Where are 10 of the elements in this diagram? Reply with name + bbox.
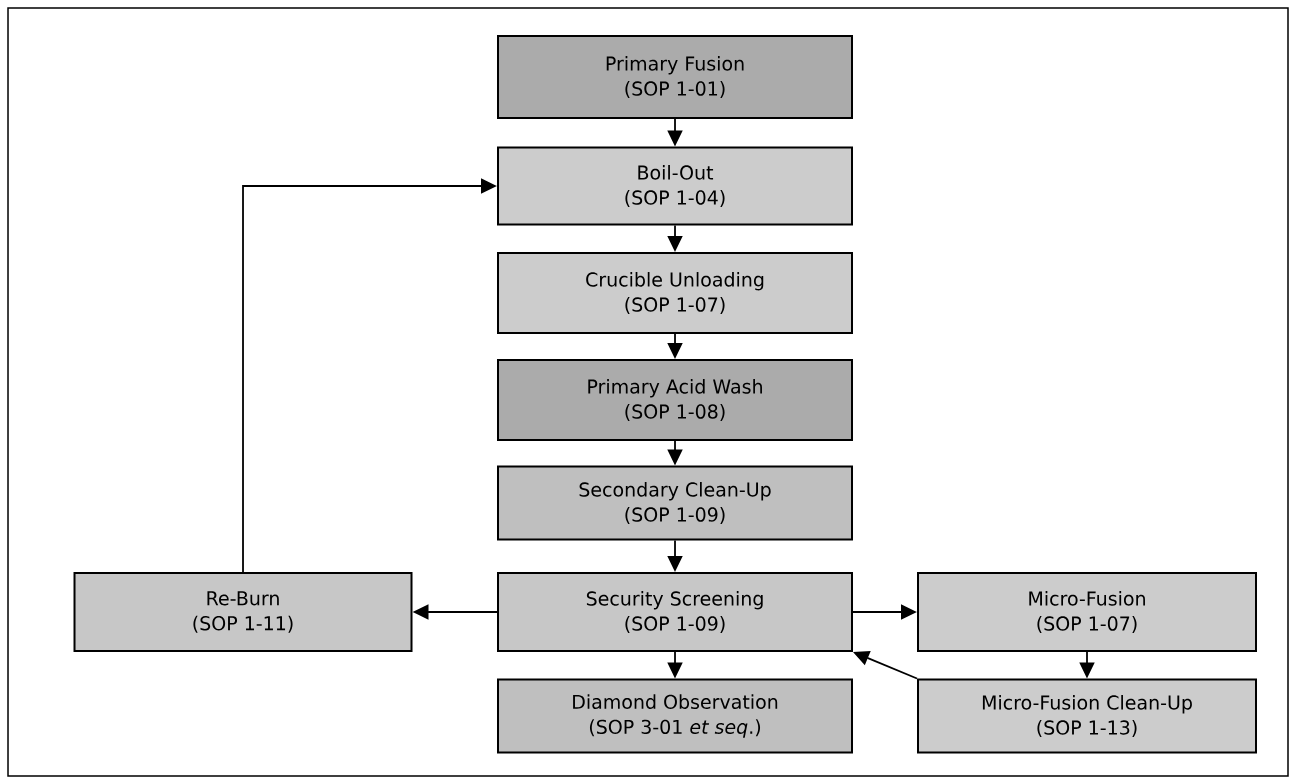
process-box: Security Screening (SOP 1-09) [497,572,853,652]
process-box: Crucible Unloading (SOP 1-07) [497,252,853,334]
process-box: Micro-Fusion (SOP 1-07) [917,572,1257,652]
process-box: Diamond Observation (SOP 3-01 et seq.) [497,678,853,754]
process-box: Primary Acid Wash (SOP 1-08) [497,359,853,441]
process-box: Primary Fusion (SOP 1-01) [497,35,853,119]
process-box: Secondary Clean-Up (SOP 1-09) [497,465,853,541]
process-box: Micro-Fusion Clean-Up (SOP 1-13) [917,678,1257,754]
process-box: Re-Burn (SOP 1-11) [73,572,413,652]
process-box: Boil-Out (SOP 1-04) [497,146,853,226]
